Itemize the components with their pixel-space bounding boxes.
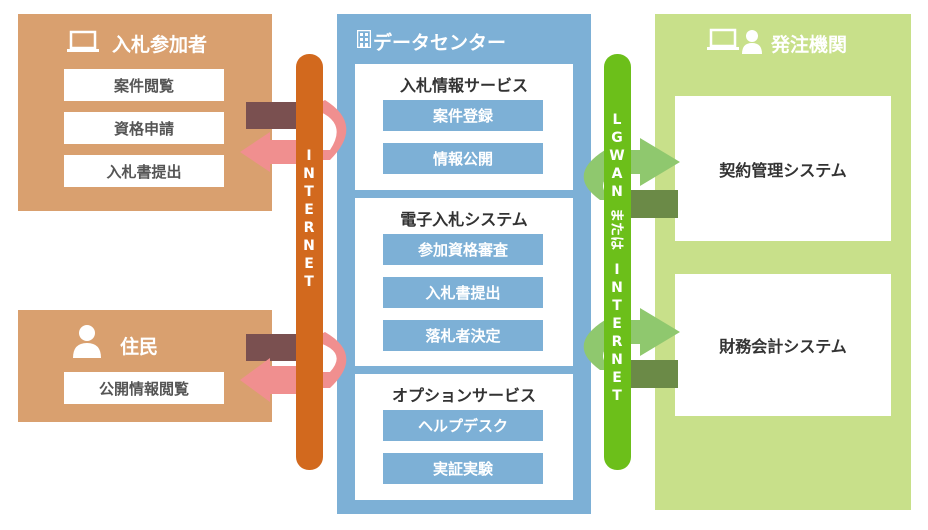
info-publish-button[interactable]: 情報公開	[383, 143, 543, 174]
lgwan-or-label: または	[608, 208, 624, 250]
resident-title: 住民	[120, 336, 159, 358]
datacenter-panel: データセンター 入札情報サービス 案件登録 情報公開 電子入札システム 参加資格…	[337, 14, 591, 514]
demo-experiment-button[interactable]: 実証実験	[383, 453, 543, 484]
bid-submit-button[interactable]: 入札書提出	[383, 277, 543, 308]
qualification-review-button[interactable]: 参加資格審査	[383, 234, 543, 265]
award-decision-button[interactable]: 落札者決定	[383, 320, 543, 351]
laptop-person-icon	[707, 28, 762, 54]
agency-panel: 発注機関 契約管理システム 財務会計システム	[655, 14, 911, 510]
bidinfo-service-title: 入札情報サービス	[399, 76, 528, 95]
finance-system-box[interactable]: 財務会計システム	[675, 274, 891, 416]
resident-panel: 住民 公開情報閲覧	[18, 310, 272, 422]
bidder-item-view[interactable]: 案件閲覧	[64, 69, 224, 101]
bidder-item-apply[interactable]: 資格申請	[64, 112, 224, 144]
person-icon	[73, 325, 101, 358]
bidinfo-service-box: 入札情報サービス 案件登録 情報公開	[355, 64, 573, 190]
internet-pipe	[296, 54, 323, 470]
internet-label: INTERNET	[301, 148, 317, 292]
laptop-icon	[67, 30, 99, 52]
datacenter-title: データセンター	[373, 32, 507, 54]
building-icon	[357, 30, 371, 48]
lgwan-pipe	[604, 54, 631, 470]
bidder-title: 入札参加者	[112, 34, 208, 56]
lgwan-internet-label: INTERNET	[609, 262, 625, 406]
option-service-title: オプションサービス	[391, 386, 536, 405]
ebid-system-title: 電子入札システム	[400, 210, 528, 229]
bidder-panel: 入札参加者 案件閲覧 資格申請 入札書提出	[18, 14, 272, 211]
case-register-button[interactable]: 案件登録	[383, 100, 543, 131]
bidder-item-submit[interactable]: 入札書提出	[64, 155, 224, 187]
option-service-box: オプションサービス ヘルプデスク 実証実験	[355, 374, 573, 500]
agency-title: 発注機関	[771, 34, 848, 56]
helpdesk-button[interactable]: ヘルプデスク	[383, 410, 543, 441]
resident-item-public[interactable]: 公開情報閲覧	[64, 372, 224, 404]
ebid-system-box: 電子入札システム 参加資格審査 入札書提出 落札者決定	[355, 198, 573, 366]
contract-system-box[interactable]: 契約管理システム	[675, 96, 891, 241]
lgwan-label: LGWAN	[609, 112, 625, 202]
